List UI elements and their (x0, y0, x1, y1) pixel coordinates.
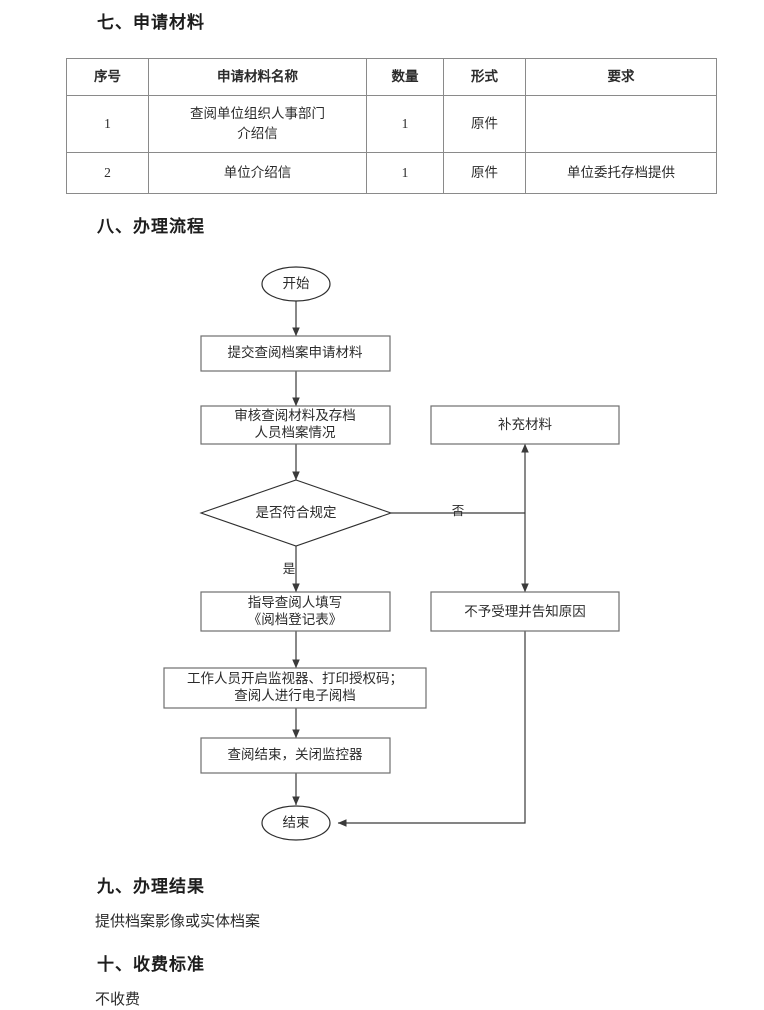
cell-no: 2 (66, 152, 149, 194)
node-operate-shape (163, 667, 427, 709)
table-header-row: 序号 申请材料名称 数量 形式 要求 (66, 58, 717, 96)
node-guide-label-line2: 《阅档登记表》 (248, 612, 343, 627)
edge-label-no: 否 (452, 504, 465, 518)
table-header-name: 申请材料名称 (148, 58, 367, 96)
node-end-label: 结束 (283, 815, 310, 830)
node-start-shape (261, 266, 331, 302)
node-operate-label-line2: 查阅人进行电子阅档 (234, 688, 356, 703)
node-guide-shape (200, 591, 391, 632)
fee-body-text: 不收费 (95, 992, 141, 1008)
edge-reject-to-end (337, 631, 526, 827)
table-header-no: 序号 (66, 58, 149, 96)
node-close-shape (200, 737, 391, 774)
cell-name-line1: 查阅单位组织人事部门 (190, 106, 325, 122)
node-close-label: 查阅结束，关闭监控器 (228, 747, 363, 762)
node-supplement-shape (430, 405, 620, 445)
cell-qty: 1 (366, 95, 444, 153)
node-review-shape (200, 405, 391, 445)
node-end-shape (261, 805, 331, 841)
cell-req: 单位委托存档提供 (525, 152, 717, 194)
table-row: 1 查阅单位组织人事部门 介绍信 1 原件 (66, 95, 717, 153)
node-reject-shape (430, 591, 620, 632)
node-review-label-line1: 审核查阅材料及存档 (234, 408, 356, 423)
table-row: 2 单位介绍信 1 原件 单位委托存档提供 (66, 152, 717, 194)
node-decision-label: 是否符合规定 (256, 505, 337, 520)
table-header-form: 形式 (443, 58, 526, 96)
table-header-req: 要求 (525, 58, 717, 96)
node-supplement-label: 补充材料 (498, 417, 552, 432)
cell-name-line2: 介绍信 (237, 126, 278, 141)
node-reject-label: 不予受理并告知原因 (464, 603, 586, 619)
result-body-text: 提供档案影像或实体档案 (95, 914, 261, 930)
node-operate-label-line1: 工作人员开启监视器、打印授权码； (187, 670, 403, 687)
table-header-qty: 数量 (366, 58, 444, 96)
node-submit-shape (200, 335, 391, 372)
edge-label-yes: 是 (283, 562, 296, 576)
section-heading-fee: 十、收费标准 (97, 955, 205, 974)
node-start-label: 开始 (283, 276, 310, 291)
cell-name: 单位介绍信 (148, 152, 367, 194)
cell-name: 查阅单位组织人事部门 介绍信 (148, 95, 367, 153)
node-guide-label-line1: 指导查阅人填写 (248, 595, 343, 610)
node-submit-label: 提交查阅档案申请材料 (228, 344, 363, 360)
cell-qty: 1 (366, 152, 444, 194)
cell-no: 1 (66, 95, 149, 153)
materials-table: 序号 申请材料名称 数量 形式 要求 1 查阅单位组织人事部门 介绍信 1 原件… (66, 58, 717, 194)
node-review-label-line2: 人员档案情况 (255, 424, 336, 440)
node-decision-shape (199, 479, 393, 547)
cell-form: 原件 (443, 152, 526, 194)
section-heading-materials: 七、申请材料 (97, 13, 205, 32)
section-heading-result: 九、办理结果 (97, 877, 205, 896)
cell-form: 原件 (443, 95, 526, 153)
section-heading-process: 八、办理流程 (97, 217, 205, 236)
process-flowchart: 开始 提交查阅档案申请材料 审核查阅材料及存档 人员档案情况 补充材料 是否符合… (0, 250, 764, 860)
cell-req (525, 95, 717, 153)
